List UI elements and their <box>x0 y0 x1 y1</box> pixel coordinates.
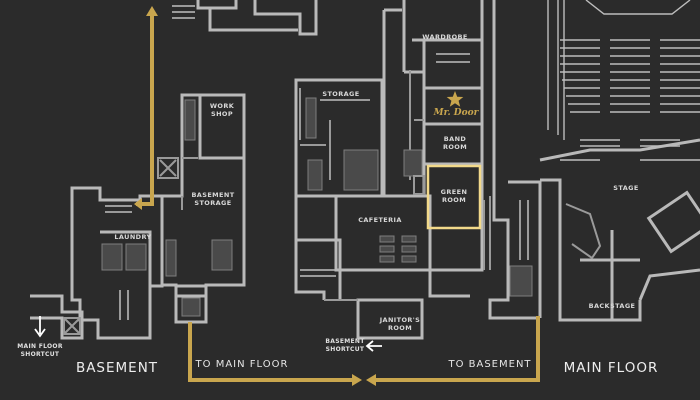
basement-shortcut: BASEMENT SHORTCUT <box>325 338 382 353</box>
green-room-highlight <box>426 164 482 230</box>
room-label-wardrobe: WARDROBE <box>422 33 467 41</box>
mr-door-label: Mr. Door <box>433 108 480 118</box>
shortcut-label-basement-2: SHORTCUT <box>326 346 365 353</box>
route-arrow-up <box>146 6 158 16</box>
room-label-backstage: BACKSTAGE <box>589 302 636 310</box>
room-label-laundry: LAUNDRY <box>114 233 151 241</box>
arrow-down-icon <box>34 316 46 338</box>
route-label-to-basement: TO BASEMENT <box>447 359 531 370</box>
route-to-main <box>188 322 356 382</box>
room-label-basement-storage-1: BASEMENT <box>191 191 234 199</box>
main-floor-plan <box>294 0 700 340</box>
room-label-green-room-2: ROOM <box>442 196 466 204</box>
floor-label-main-floor: MAIN FLOOR <box>564 360 659 376</box>
room-label-work-shop-1: WORK <box>210 102 235 110</box>
room-label-work-shop-2: SHOP <box>211 110 233 118</box>
route-arrow-left <box>134 198 142 210</box>
route-basement-up <box>136 16 154 206</box>
room-label-janitors-1: JANITOR'S <box>379 316 421 324</box>
room-label-green-room-1: GREEN <box>441 188 468 196</box>
room-label-band-room-1: BAND <box>444 135 467 143</box>
room-label-stage: STAGE <box>613 184 638 192</box>
route-arrow-left-2 <box>366 374 376 386</box>
cafeteria-tables <box>379 235 417 263</box>
route-to-basement <box>372 316 540 382</box>
room-label-cafeteria: CAFETERIA <box>358 216 402 224</box>
room-label-basement-storage-2: STORAGE <box>194 199 231 207</box>
floor-label-basement: BASEMENT <box>76 360 158 376</box>
shortcut-label-main-2: SHORTCUT <box>21 351 60 358</box>
route-arrow-right <box>352 374 362 386</box>
main-floor-shortcut: MAIN FLOOR SHORTCUT <box>17 316 63 358</box>
route-label-to-main-floor: TO MAIN FLOOR <box>195 359 289 370</box>
room-label-storage: STORAGE <box>322 90 359 98</box>
shortcut-label-main-1: MAIN FLOOR <box>17 343 63 350</box>
basement-floor-plan <box>30 0 318 340</box>
room-label-band-room-2: ROOM <box>443 143 467 151</box>
route-lines <box>134 6 540 386</box>
arrow-left-icon <box>365 340 382 352</box>
shortcut-label-basement-1: BASEMENT <box>325 338 365 345</box>
star-icon <box>446 91 464 107</box>
auditorium-seating <box>547 0 700 147</box>
room-labels: WORK SHOP BASEMENT STORAGE LAUNDRY STORA… <box>114 33 638 332</box>
room-label-janitors-2: ROOM <box>388 324 412 332</box>
